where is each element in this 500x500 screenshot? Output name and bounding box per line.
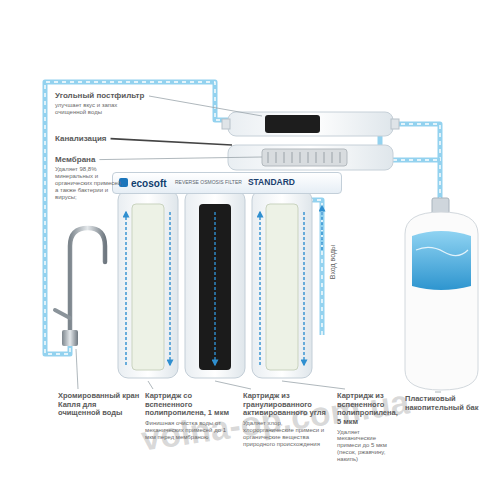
flow-arrow [303,212,304,365]
inlet-arrow [321,206,322,250]
flow-arrow [125,212,126,365]
water-pipe [393,158,440,163]
water-pipe [312,200,322,335]
part-heading: Хромированный кран Капля для очищенной в… [58,392,140,418]
faucet-base [62,330,78,346]
flow-arrow [259,212,260,365]
storage-tank [405,198,478,390]
faucet [55,228,105,346]
part-heading: Картридж со вспененного полипропилена, 1… [145,392,237,418]
filter-canister [252,190,312,378]
water-wave [416,247,468,255]
leader-line [282,381,345,389]
leader-line [76,349,78,389]
part-note: Удаляет хлор, хлорорганические примеси и… [243,420,331,448]
leader-line [215,381,251,389]
faucet-spout [70,228,105,332]
tank-body [405,212,478,390]
model-name: STANDARD [248,178,295,187]
brand-logo: ecosoft [131,178,167,189]
leader-line [149,96,262,116]
housing-bar: ecosoft REVERSE OSMOSIS FILTER STANDARD [112,172,342,194]
part-note: Удаляет 98,8% минеральных и органических… [55,166,125,200]
tank-water [412,231,471,290]
flow-arrow [214,212,215,365]
outlet-label: Канализация [55,134,107,143]
fitting [391,119,399,129]
post-filter [222,112,399,136]
leader-line [435,392,441,393]
water-pipe [393,159,440,160]
part-heading: Мембрана [55,155,95,164]
carbon-cartridge [199,204,231,370]
filter-canisters [118,190,322,378]
inlet-label: Вход воды [329,245,337,279]
part-note: улучшает вкус и запах очищенной воды [55,102,143,116]
post-filter-housing [228,112,393,136]
water-pipe [312,200,322,335]
water-pipe [393,124,440,200]
water-pipe [393,124,440,200]
part-heading: Картридж из вспененного полипропилена, 5… [337,392,399,427]
part-heading: Угольный постфильтр [55,91,145,100]
drain-line [111,139,232,145]
filter-canister [118,190,178,378]
polypropylene-cartridge [266,204,298,370]
faucet-lever [55,310,70,318]
membrane-texture [268,152,340,163]
fitting [222,119,230,129]
product-subtitle: REVERSE OSMOSIS FILTER [175,180,242,186]
polypropylene-cartridge [132,204,164,370]
part-heading: Пластиковый накопительный бак [405,395,485,412]
water-pipe [378,136,383,145]
flow-arrow [169,212,170,365]
leader-lines [76,96,441,392]
leader-line [99,157,262,160]
leader-line [148,381,153,389]
part-note: Удаляет механические примеси до 5 мкм (п… [337,429,399,463]
filter-canister [185,190,245,378]
part-heading: Картридж из гранулированного активирован… [243,392,331,418]
membrane-element [262,149,347,166]
carbon-block [265,115,320,133]
part-note: Финишная очистка воды от механических пр… [145,420,237,441]
